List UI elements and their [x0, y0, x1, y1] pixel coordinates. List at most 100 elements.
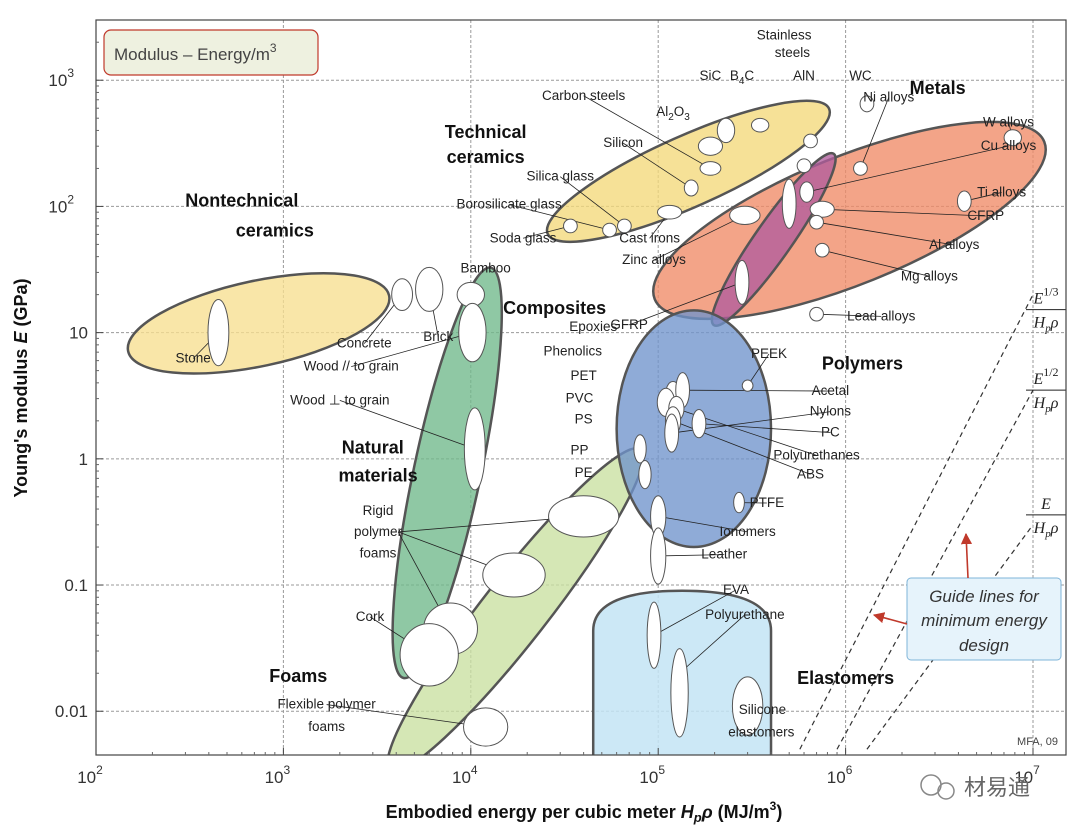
bubble-silicon — [683, 179, 699, 197]
label-cfrp: CFRP — [967, 208, 1004, 223]
leader-al-alloys — [816, 221, 955, 246]
label-ptfe: PTFE — [750, 495, 785, 510]
x-tick-label: 107 — [1014, 763, 1040, 787]
label-soda-glass: Soda glass — [490, 230, 557, 245]
label-sic: SiC — [700, 68, 722, 83]
label-pc: PC — [821, 425, 840, 440]
bubble-sic — [716, 117, 736, 144]
region-nontechnical-ceramics — [126, 272, 391, 375]
family-label-materials: materials — [339, 466, 418, 486]
bubble-pe — [638, 459, 652, 490]
bubble-ptfe — [733, 491, 745, 514]
label-gfrp: GFRP — [610, 317, 648, 332]
leader-acetal — [682, 389, 831, 392]
leader-silicon — [622, 142, 692, 189]
bubble-pc — [691, 409, 707, 439]
label-eva: EVA — [723, 582, 749, 597]
chart-title-box: Modulus – Energy/m3 — [103, 29, 319, 76]
label-peek: PEEK — [751, 346, 787, 361]
bubble-peek — [741, 379, 754, 392]
svg-text:Hpρ: Hpρ — [1033, 520, 1059, 540]
svg-text:Hpρ: Hpρ — [1033, 395, 1059, 415]
label-stone: Stone — [176, 350, 211, 365]
bubble-al2o3 — [697, 136, 724, 156]
bubble-w-alloys — [1003, 129, 1022, 147]
bubble-stone — [207, 299, 230, 367]
label-bamboo: Bamboo — [460, 260, 510, 275]
bubble-flexible-polymer-foams — [463, 707, 509, 747]
family-label-elastomers: Elastomers — [797, 668, 894, 688]
label-abs: ABS — [797, 466, 824, 481]
svg-text:E: E — [1040, 496, 1051, 513]
x-tick-label: 102 — [77, 763, 103, 787]
label-epoxies: Epoxies — [569, 319, 617, 334]
bubble-rigid-polymer-foams — [548, 495, 620, 538]
leader-mg-alloys — [822, 249, 930, 277]
leader-flexible-polymer — [326, 704, 486, 728]
label-silicon: Silicon — [603, 135, 643, 150]
label-zinc-alloys: Zinc alloys — [622, 252, 686, 267]
leader-cu-alloys — [806, 145, 1009, 193]
family-label-ceramics: ceramics — [236, 220, 314, 240]
y-tick-label: 103 — [48, 66, 74, 90]
bubble-mg-alloys — [814, 242, 830, 258]
label-wc: WC — [849, 68, 872, 83]
leader-soda-glass — [522, 225, 571, 239]
family-label-composites: Composites — [503, 298, 606, 318]
watermark-text: 材易通 — [964, 776, 1030, 801]
bubble-lead-alloys — [809, 306, 824, 322]
family-label-natural: Natural — [342, 438, 404, 458]
label-ni-alloys: Ni alloys — [863, 89, 914, 104]
label-pp: PP — [570, 443, 588, 458]
leader-silica-glass — [559, 176, 625, 227]
note-arrow-1 — [872, 612, 908, 625]
chart-credit: MFA, 09 — [1017, 736, 1058, 748]
leader-ionomers — [658, 515, 748, 533]
bubble-soda-glass — [563, 218, 578, 234]
label-silicone: Silicone — [739, 702, 786, 717]
label-lead-alloys: Lead alloys — [847, 308, 916, 323]
bubble-silicone-elastomers — [731, 676, 764, 736]
leader-cfrp — [822, 208, 986, 217]
x-tick-label: 105 — [639, 763, 665, 787]
bubble-wood-to-grain — [458, 302, 487, 363]
label-polymer: polymer — [354, 524, 403, 539]
leader-carbon-steels — [583, 95, 711, 169]
leader-ni-alloys — [860, 97, 890, 169]
guide-note-line2: minimum energy — [921, 611, 1048, 630]
label-alo: Al2O3 — [656, 104, 690, 123]
guide-line-e1-3-hp — [799, 294, 1034, 750]
guide-note-line1: Guide lines for — [929, 587, 1040, 606]
label-brick: Brick — [423, 329, 453, 344]
label-cu-alloys: Cu alloys — [981, 138, 1037, 153]
label-pet: PET — [570, 368, 596, 383]
note-arrow-2 — [960, 532, 973, 579]
x-tick-label: 103 — [265, 763, 291, 787]
label-al-alloys: Al alloys — [929, 237, 980, 252]
label-phenolics: Phenolics — [543, 343, 602, 358]
leader-zinc-alloys — [653, 214, 746, 261]
bubble-cork — [399, 623, 459, 687]
bubble-ti-alloys — [956, 190, 972, 212]
bubble-gfrp — [734, 259, 750, 305]
svg-text:E1/2: E1/2 — [1032, 365, 1058, 388]
chart-title: Modulus – Energy/m3 — [114, 41, 277, 64]
label-ionomers: Ionomers — [719, 524, 776, 539]
x-tick-label: 104 — [452, 763, 478, 787]
label-foams: foams — [360, 546, 397, 561]
label-foams: foams — [308, 719, 345, 734]
bubble-nylons — [664, 413, 680, 453]
label-borosilicate-glass: Borosilicate glass — [457, 197, 562, 212]
bubble-cfrp — [809, 200, 835, 218]
bubble-rigid-polymer-foams — [482, 552, 546, 598]
plot-frame — [95, 19, 1067, 756]
label-polyurethanes: Polyurethanes — [773, 447, 860, 462]
label-concrete: Concrete — [337, 336, 392, 351]
bubble-cast-irons — [656, 204, 683, 220]
family-label-ceramics: ceramics — [447, 147, 525, 167]
y-tick-label: 0.01 — [55, 702, 88, 721]
label-silica-glass: Silica glass — [526, 169, 594, 184]
label-wood-to-grain: Wood // to grain — [304, 359, 399, 374]
